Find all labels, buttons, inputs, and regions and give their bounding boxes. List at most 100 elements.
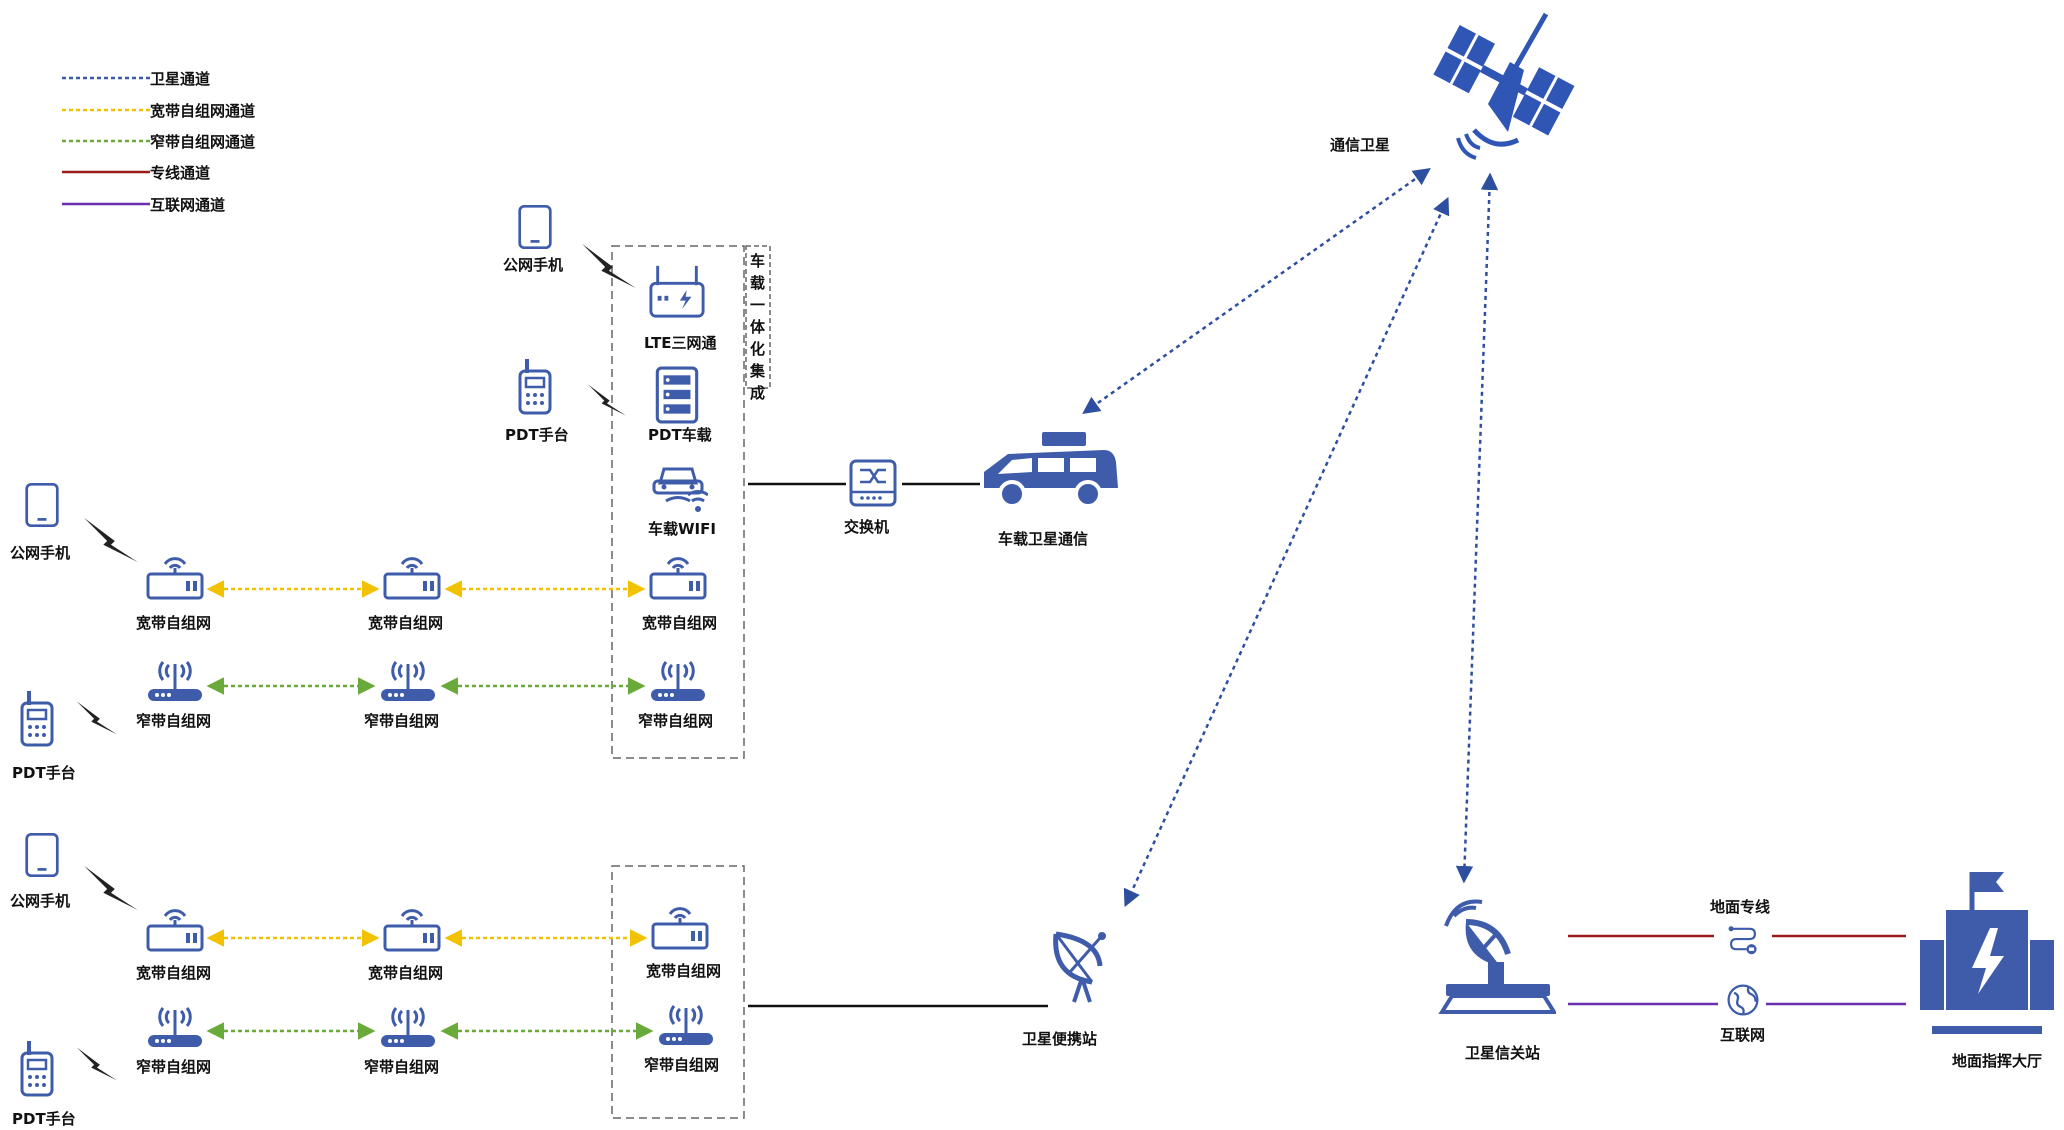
legend-label-narrowband: 窄带自组网通道 [150,133,255,151]
narrowband-mesh-icon [649,660,707,703]
narrowband-mesh-icon [379,660,437,703]
van-icon [982,432,1120,508]
narrowband-mesh-label: 窄带自组网 [136,712,211,730]
narrowband-mesh-label: 窄带自组网 [364,712,439,730]
broadband-mesh-icon [383,557,441,600]
route-icon [1727,925,1758,956]
broadband-mesh-icon [383,909,441,952]
top-mesh-group: 公网手机 宽带自组网 宽带自组网 宽带自组网 PDT手台 窄带自组网 窄带自组网… [10,482,717,782]
switch-label: 交换机 [844,518,889,536]
top-public-phone: 公网手机 [503,204,636,289]
sat-link-gateway [1455,172,1499,884]
handset-icon [518,358,552,415]
signal-bolt-icon [84,865,138,911]
gateway-label: 卫星信关站 [1465,1044,1540,1062]
vehicle-integration-title-box [745,245,771,389]
vehicle-satcom-label: 车载卫星通信 [998,530,1088,548]
left-public-phone-label: 公网手机 [10,892,70,910]
lte-router-icon [649,264,705,318]
vehicle-title-char: 集 [749,362,766,380]
narrowband-mesh-icon [379,1006,437,1049]
broadband-mesh-icon [649,557,707,600]
phone-icon [518,204,552,250]
vehicle-title-char: 车 [750,252,765,270]
vehicle-title-char: 成 [750,384,765,402]
portable-station-node: 卫星便携站 [1022,932,1106,1048]
phone-icon [25,482,59,528]
vehicle-title-char: 化 [750,340,765,358]
satellite-label: 通信卫星 [1330,136,1390,154]
vehicle-wifi-device: 车载WIFI [648,467,716,538]
portable-station-label: 卫星便携站 [1022,1030,1097,1048]
car-wifi-icon [652,467,708,514]
left-public-phone-label: 公网手机 [10,544,70,562]
sat-link-vehicle [1082,167,1431,415]
signal-bolt-icon [582,243,636,289]
lte-device: LTE三网通 [644,264,717,352]
narrowband-mesh-icon [146,660,204,703]
vehicle-title-char: 载 [750,274,765,292]
gateway-dish-icon [1442,902,1554,1013]
pdt-vehicle-label: PDT车载 [648,426,712,444]
legend: 卫星通道 宽带自组网通道 窄带自组网通道 专线通道 互联网通道 [62,70,255,214]
broadband-mesh-label: 宽带自组网 [645,962,721,980]
signal-bolt-icon [84,517,138,563]
narrowband-mesh-label: 窄带自组网 [364,1058,439,1076]
narrowband-mesh-label: 窄带自组网 [638,712,713,730]
sat-link-portable [1123,196,1450,908]
handset-icon [20,1040,54,1097]
legend-label-internet: 互联网通道 [150,196,225,214]
narrowband-mesh-label: 窄带自组网 [644,1056,719,1074]
signal-bolt-icon [76,701,118,735]
portable-group-box [611,865,745,1119]
ground-links: 地面专线 互联网 [1568,898,1906,1044]
broadband-mesh-label: 宽带自组网 [367,614,443,632]
top-public-phone-label: 公网手机 [503,256,563,274]
communication-satellite: 通信卫星 [1330,14,1574,158]
dish-icon [1056,932,1106,1002]
broadband-mesh-icon [146,557,204,600]
broadband-mesh-label: 宽带自组网 [367,964,443,982]
vehicle-title-char: 一 [750,296,765,314]
narrowband-mesh-label: 窄带自组网 [136,1058,211,1076]
broadband-mesh-icon [651,907,709,950]
command-hall-node: 地面指挥大厅 [1920,872,2054,1070]
legend-label-dedicated: 专线通道 [150,164,210,182]
signal-bolt-icon [587,384,627,416]
vehicle-wifi-label: 车载WIFI [648,520,716,538]
top-pdt-handset: PDT手台 [505,358,627,444]
vehicle-satcom-node: 车载卫星通信 [982,432,1120,548]
vehicle-title-char: 体 [750,318,766,336]
signal-bolt-icon [76,1047,118,1081]
lte-label: LTE三网通 [644,334,717,352]
globe-icon [1727,984,1759,1016]
phone-icon [25,832,59,878]
gateway-node: 卫星信关站 [1442,902,1554,1062]
top-pdt-handset-label: PDT手台 [505,426,569,444]
legend-label-broadband: 宽带自组网通道 [149,102,255,120]
internet-label: 互联网 [1720,1026,1765,1044]
left-pdt-handset-label: PDT手台 [12,1110,76,1128]
switch-icon [849,459,897,507]
command-hall-label: 地面指挥大厅 [1952,1052,2042,1070]
narrowband-mesh-icon [146,1006,204,1049]
vehicle-integration-title: 车 载 一 体 化 集 成 [749,252,766,402]
broadband-mesh-icon [146,909,204,952]
broadband-mesh-label: 宽带自组网 [641,614,717,632]
handset-icon [20,690,54,747]
legend-label-satellite: 卫星通道 [150,70,210,88]
broadband-mesh-label: 宽带自组网 [135,964,211,982]
bottom-mesh-group: 公网手机 宽带自组网 宽带自组网 宽带自组网 PDT手台 窄带自组网 窄带自组网… [10,832,721,1128]
satellite-icon [1433,14,1574,158]
broadband-mesh-label: 宽带自组网 [135,614,211,632]
left-pdt-handset-label: PDT手台 [12,764,76,782]
vehicle-integration-box [611,245,745,759]
narrowband-mesh-icon [657,1004,715,1047]
pdt-vehicle-device: PDT车载 [648,366,712,444]
switch-node: 交换机 [844,459,897,536]
server-icon [655,366,699,424]
ground-line-label: 地面专线 [1710,898,1770,916]
wired-links [748,482,1048,1008]
command-building-icon [1920,872,2054,1034]
